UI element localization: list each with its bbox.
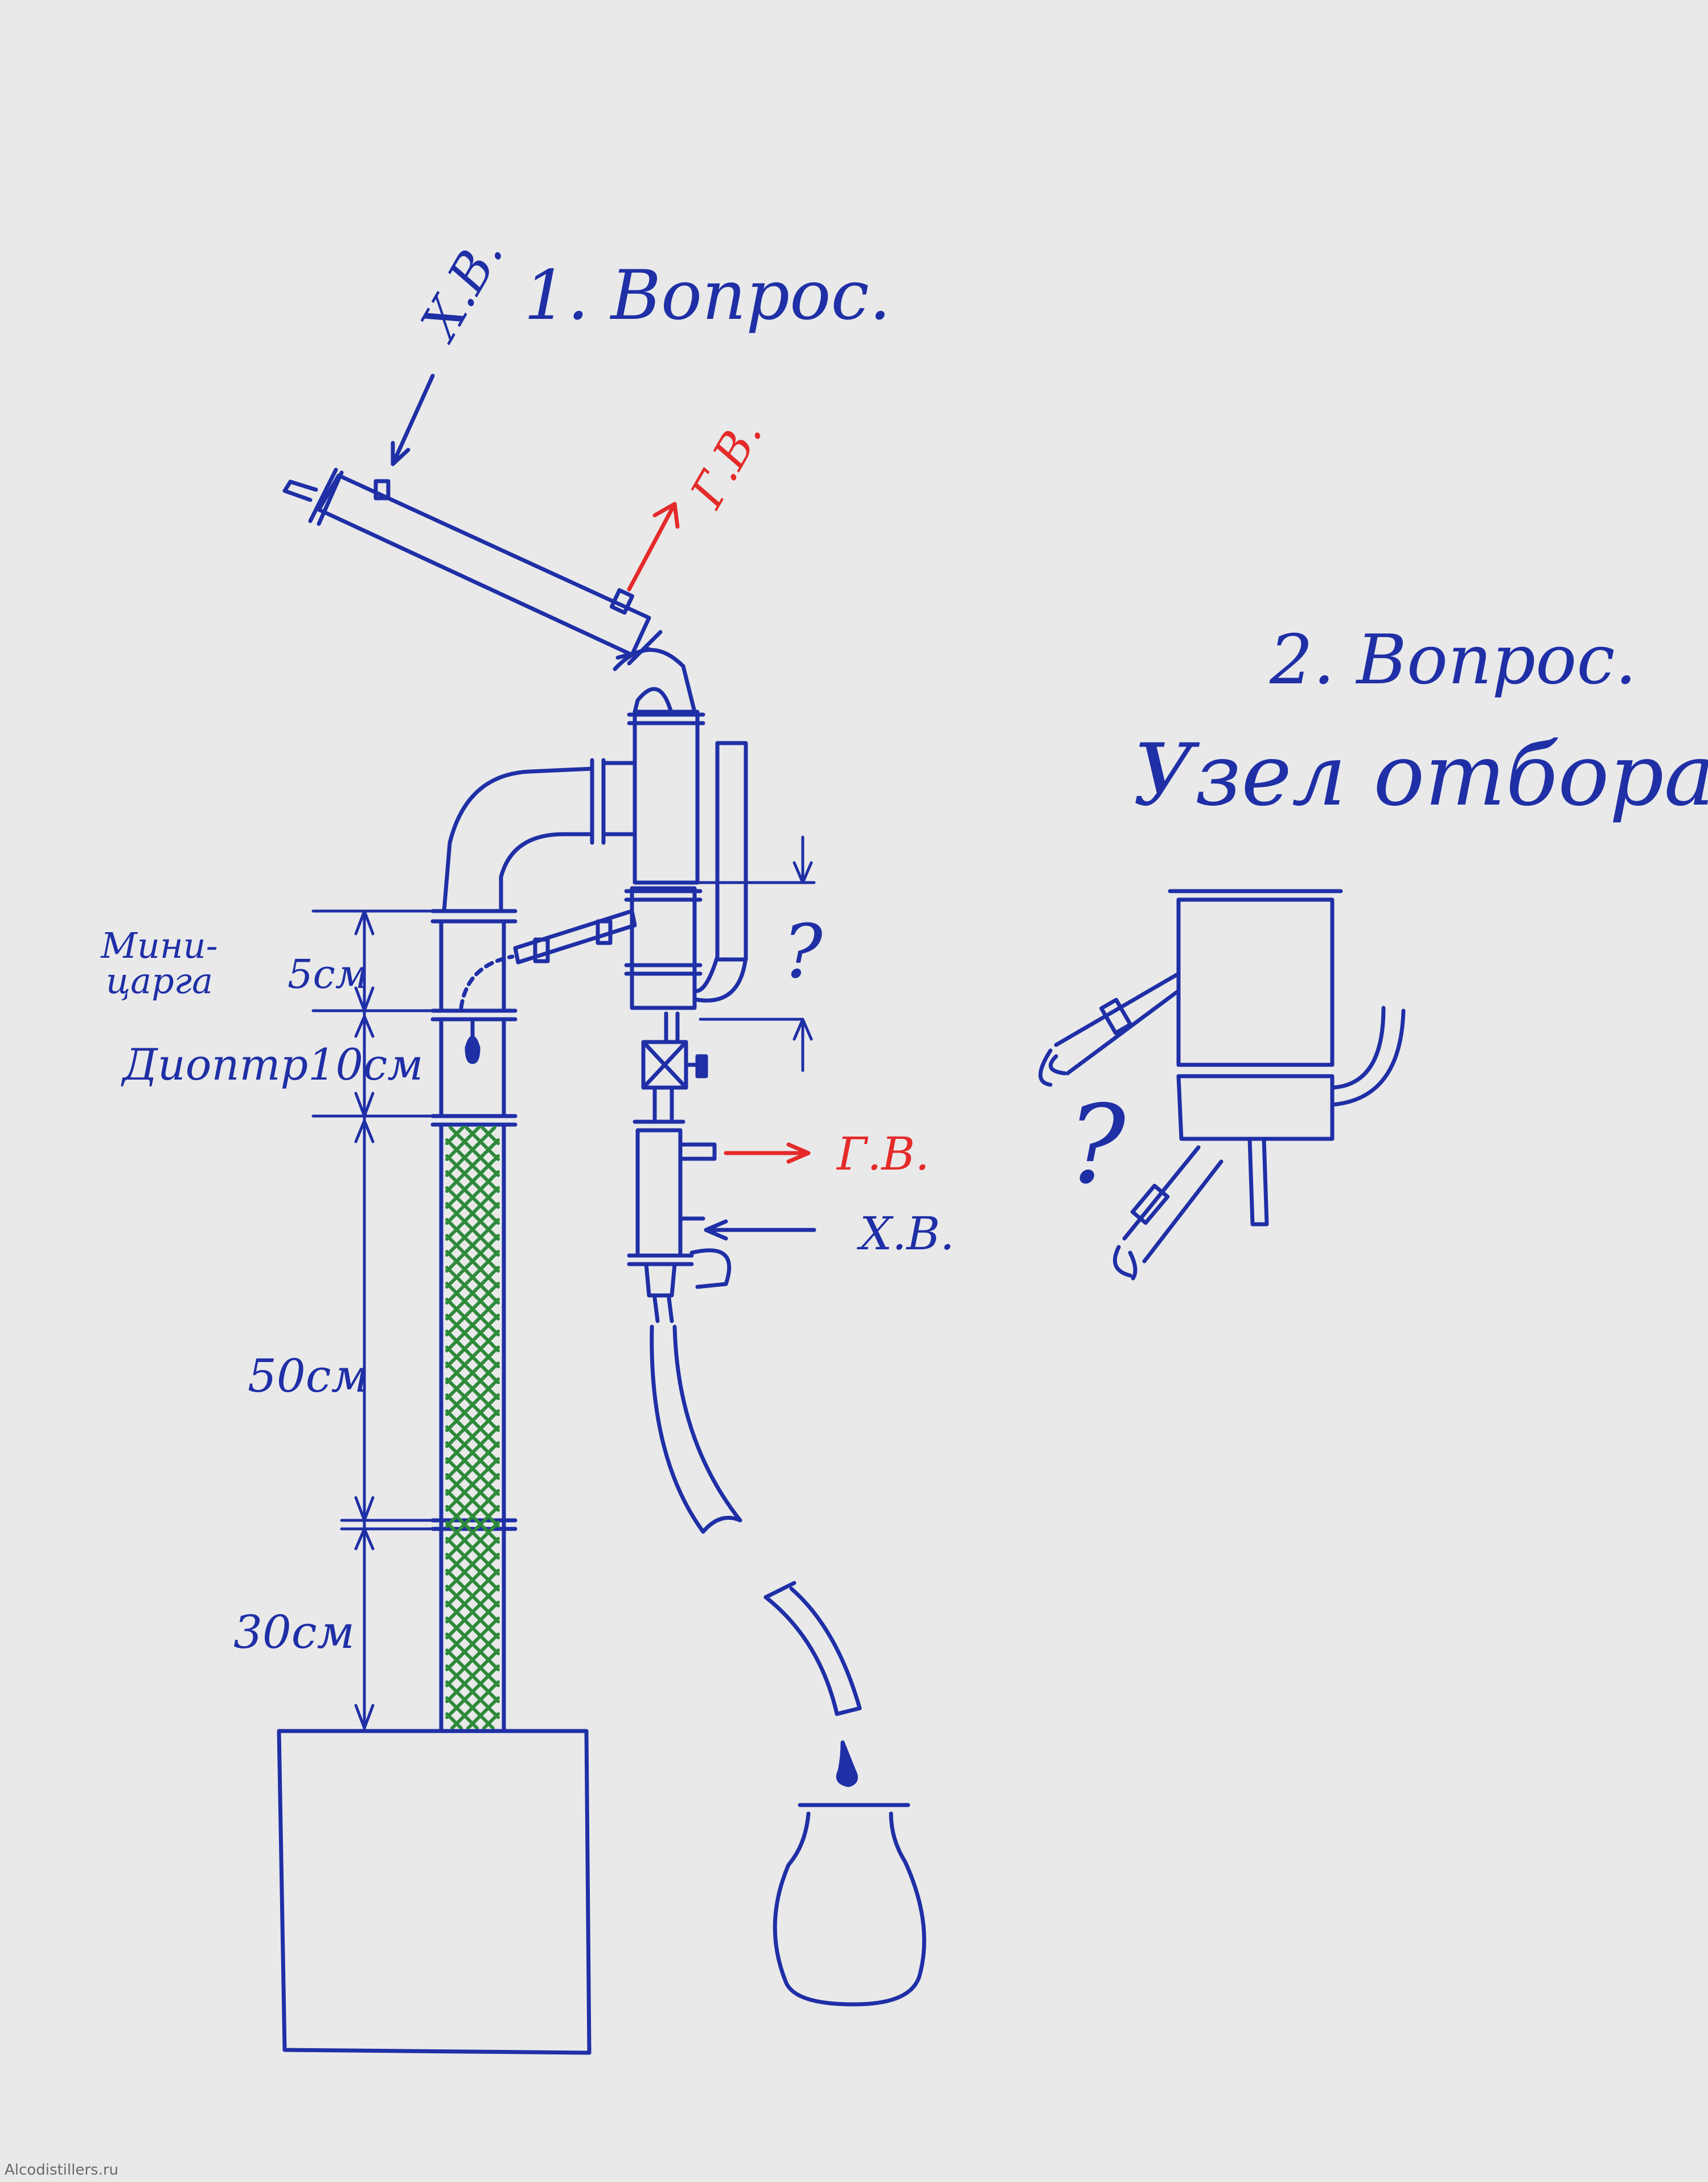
question2-subtitle: Узел отбора	[1133, 726, 1708, 825]
gap-question-mark: ?	[783, 908, 823, 995]
boiler	[277, 1729, 592, 2055]
head-elbow	[613, 647, 700, 717]
watermark: Alcodistillers.ru	[5, 2162, 119, 2179]
section-50-label: 50см	[248, 1350, 369, 1402]
product-cooler	[627, 1119, 732, 1323]
question1-title: 1. Вопрос.	[524, 256, 891, 335]
cold-water-label-cooler: Х.В.	[860, 1207, 955, 1260]
cold-water-arrow-cooler	[704, 1219, 816, 1241]
dimension-lines	[311, 909, 446, 1733]
hot-water-label-cooler: Г.В.	[837, 1127, 930, 1180]
hot-water-arrow-top	[627, 502, 680, 592]
takeoff-unit	[1038, 889, 1406, 1281]
section-30-label: 30см	[233, 1606, 355, 1659]
question2-mark: ?	[1068, 1082, 1126, 1208]
product-hose	[650, 1324, 862, 1787]
diopter-label: Диоптр10см	[122, 1039, 424, 1090]
dephlegmator	[282, 467, 663, 666]
head-body	[624, 709, 748, 1010]
hot-water-arrow-cooler	[724, 1142, 811, 1164]
valve	[641, 1011, 708, 1121]
diopter	[430, 1017, 518, 1127]
column-packing	[445, 1126, 500, 1730]
cold-water-arrow-top	[391, 374, 435, 466]
gap-arrows	[693, 835, 816, 1072]
question2-title: 2. Вопрос.	[1270, 621, 1637, 700]
collection-jar	[773, 1803, 926, 2007]
mini-tsarga-label: Мини-царга	[101, 925, 218, 1002]
mini-tsarga-size: 5см	[288, 951, 368, 998]
mini-tsarga	[430, 909, 637, 1022]
vapor-elbow	[442, 758, 637, 913]
